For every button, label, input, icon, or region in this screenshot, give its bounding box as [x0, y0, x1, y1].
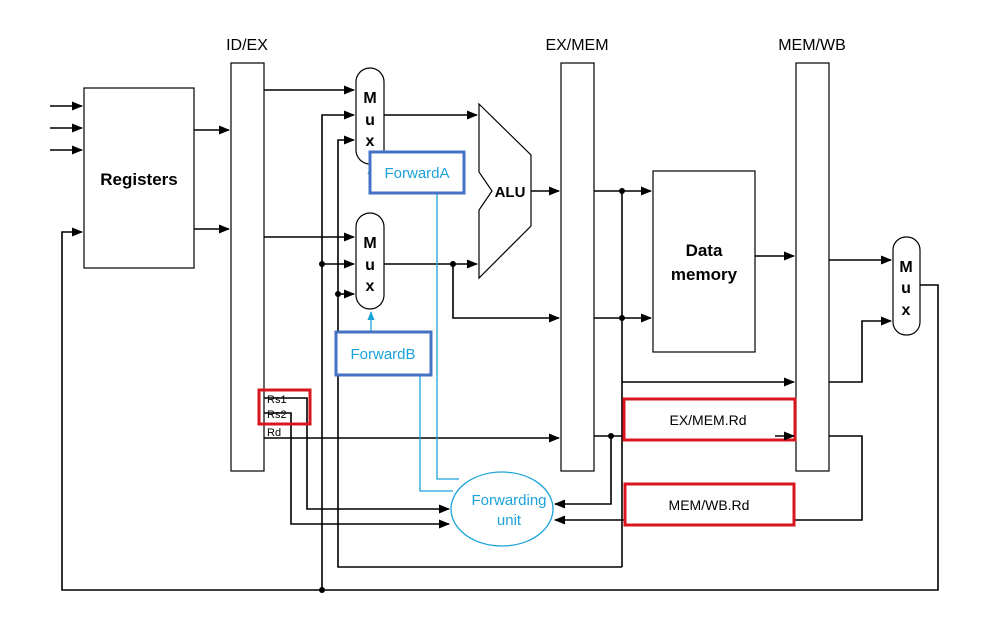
mux-a-letter: x: [366, 133, 375, 150]
rs1-label: Rs1: [267, 394, 287, 406]
forward-a-box: [368, 150, 466, 195]
mem-wb-rd-label: MEM/WB.Rd: [669, 497, 750, 513]
rs-highlight-box: [257, 388, 312, 426]
data-memory-label: Data: [686, 241, 723, 260]
mux-b: [355, 212, 385, 310]
mem-wb-label: MEM/WB: [778, 37, 846, 54]
mux-b-letter: u: [365, 257, 375, 274]
mux-wb: [892, 236, 921, 336]
forward-b-box: [334, 330, 433, 377]
mux-b-letter: M: [363, 235, 376, 252]
rd-label: Rd: [267, 427, 281, 439]
data-memory-block: [652, 170, 756, 353]
mem-wb-register: [795, 62, 830, 472]
forwarding-unit-label: unit: [497, 512, 522, 529]
forward-b-label: ForwardB: [350, 346, 415, 363]
mux-a-letter: M: [363, 90, 376, 107]
forwarding-control-wires: [367, 165, 459, 492]
mem-wb-rd-box: [623, 482, 796, 527]
mux-wb-letter: u: [901, 280, 911, 297]
forwarding-unit-label: Forwarding: [471, 492, 546, 509]
rs2-label: Rs2: [267, 409, 287, 421]
registers-label: Registers: [100, 170, 177, 189]
alu: [478, 102, 532, 280]
alu-label: ALU: [495, 184, 526, 201]
registers-block: [83, 87, 195, 269]
ex-mem-rd-label: EX/MEM.Rd: [669, 412, 746, 428]
mux-a-letter: u: [365, 112, 375, 129]
mux-wb-letter: M: [899, 259, 912, 276]
ex-mem-register: [560, 62, 595, 472]
ex-mem-label: EX/MEM: [545, 37, 608, 54]
forwarding-unit: [450, 471, 554, 547]
forward-a-label: ForwardA: [384, 165, 449, 182]
id-ex-label: ID/EX: [226, 37, 268, 54]
data-memory-label: memory: [671, 265, 738, 284]
mux-b-letter: x: [366, 278, 375, 295]
ex-mem-rd-box: [622, 397, 797, 442]
mux-wb-letter: x: [902, 302, 911, 319]
